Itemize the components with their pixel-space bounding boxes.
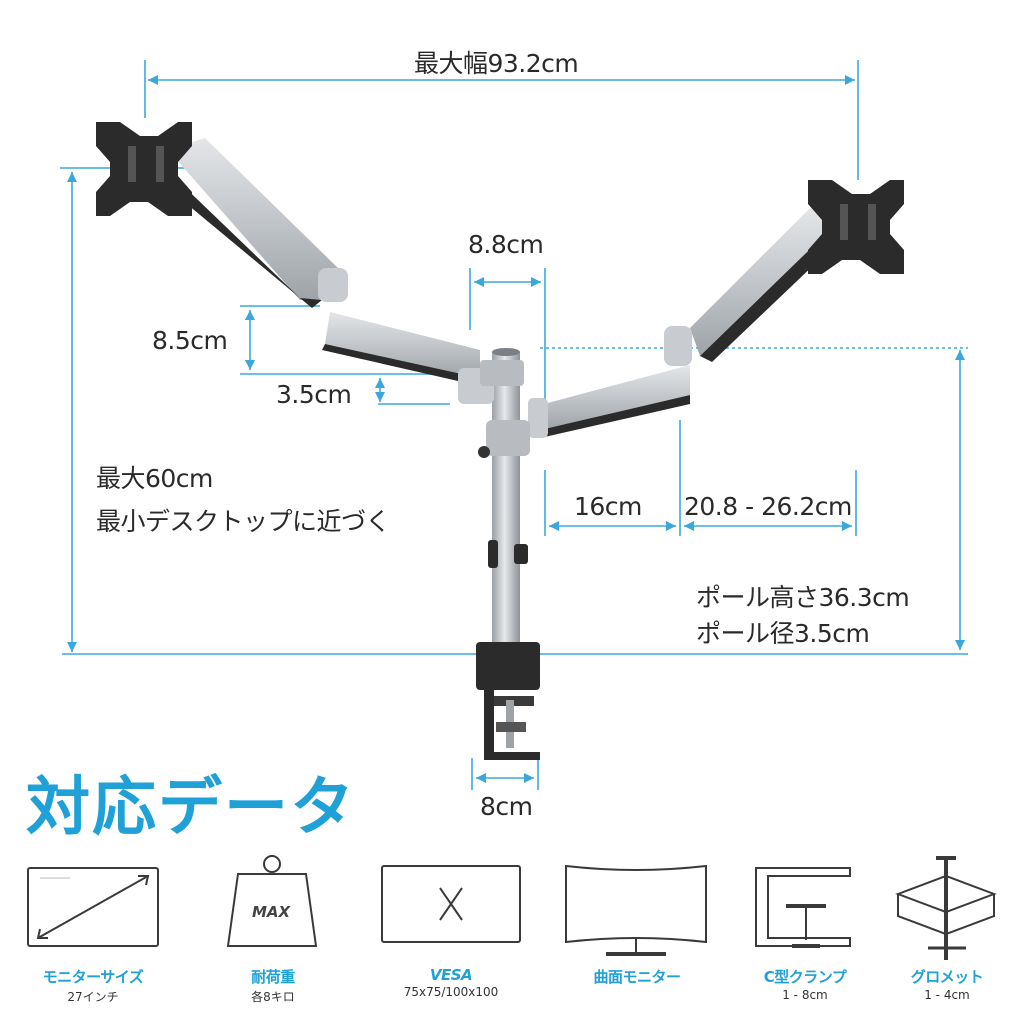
weight-icon-text: MAX bbox=[252, 903, 291, 921]
arm-height-label: 8.5cm bbox=[152, 326, 228, 355]
pole-diameter-label: ポール径3.5cm bbox=[696, 619, 870, 648]
feature-sub: 75x75/100x100 bbox=[403, 985, 499, 999]
arm-offset-label: 3.5cm bbox=[276, 380, 352, 409]
inner-reach-label: 16cm bbox=[574, 492, 642, 521]
clamp-base bbox=[476, 642, 540, 760]
arm-segment-label: 8.8cm bbox=[468, 230, 544, 259]
feature-title: 耐荷重 bbox=[251, 968, 295, 986]
left-vesa-plate bbox=[96, 122, 192, 216]
pole-height-label: ポール高さ36.3cm bbox=[696, 583, 910, 612]
max-height-label: 最大60cm bbox=[96, 464, 213, 493]
feature-title: 曲面モニター bbox=[593, 968, 681, 986]
feature-vesa: VESA 75x75/100x100 bbox=[376, 966, 526, 999]
feature-monitor-size: モニターサイズ 27インチ bbox=[18, 966, 168, 1005]
dimension-arrows bbox=[67, 75, 965, 783]
feature-title: C型クランプ bbox=[763, 968, 847, 986]
feature-title: VESA bbox=[429, 966, 473, 984]
feature-sub: 27インチ bbox=[67, 990, 119, 1004]
pole bbox=[492, 352, 520, 652]
feature-sub: 各8キロ bbox=[251, 990, 295, 1004]
max-width-label: 最大幅93.2cm bbox=[414, 49, 579, 78]
feature-sub: 1 - 4cm bbox=[924, 988, 970, 1002]
right-arm bbox=[478, 208, 840, 458]
right-vesa-plate bbox=[808, 180, 904, 274]
base-width-label: 8cm bbox=[480, 792, 533, 821]
feature-icons bbox=[27, 855, 997, 960]
feature-sub: 1 - 8cm bbox=[782, 988, 828, 1002]
feature-curved-monitor: 曲面モニター bbox=[562, 966, 712, 988]
feature-grommet: グロメット 1 - 4cm bbox=[872, 966, 1022, 1002]
feature-title: モニターサイズ bbox=[42, 968, 144, 986]
section-title: 対応データ bbox=[26, 771, 356, 845]
feature-c-clamp: C型クランプ 1 - 8cm bbox=[730, 966, 880, 1002]
min-desk-label: 最小デスクトップに近づく bbox=[96, 507, 391, 536]
feature-title: グロメット bbox=[910, 968, 984, 986]
feature-weight: 耐荷重 各8キロ bbox=[198, 966, 348, 1005]
outer-reach-label: 20.8 - 26.2cm bbox=[684, 492, 852, 521]
